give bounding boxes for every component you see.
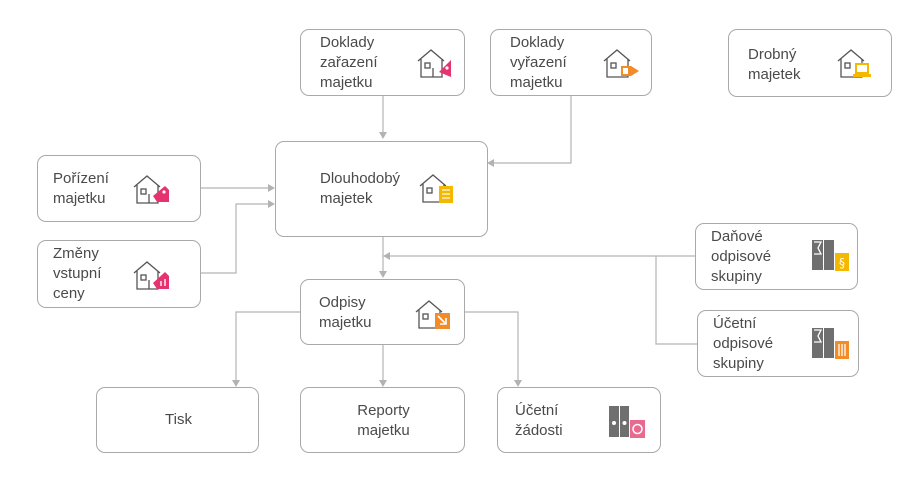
arrowhead — [487, 159, 494, 167]
arrowhead — [379, 271, 387, 278]
edge-odpisy-to-tisk — [235, 311, 300, 383]
node-label: Tisk — [165, 411, 192, 428]
house-tag-icon — [131, 170, 173, 208]
edge-zmeny-to-dlouhodoby — [201, 203, 271, 274]
node-label: Účetní žádosti — [515, 402, 563, 439]
binder-paragraph-icon: § — [809, 236, 851, 274]
node-ucetni-odpisove-skupiny[interactable]: Účetní odpisové skupiny — [697, 310, 859, 377]
node-label: Změny vstupní ceny — [53, 245, 102, 302]
house-remove-icon — [601, 44, 643, 82]
node-label: Reporty majetku — [357, 402, 410, 439]
arrowhead — [379, 380, 387, 387]
binder-stamp-icon — [606, 403, 648, 441]
node-ucetni-zadosti[interactable]: Účetní žádosti — [497, 387, 661, 453]
house-depreciation-icon — [413, 295, 455, 333]
house-laptop-icon — [835, 44, 877, 82]
node-label: Pořízení majetku — [53, 170, 109, 207]
node-label: Dlouhodobý majetek — [320, 170, 401, 207]
svg-text:§: § — [839, 256, 845, 270]
node-dlouhodoby-majetek[interactable]: Dlouhodobý majetek — [275, 141, 488, 237]
node-danove-odpisove-skupiny[interactable]: Daňové odpisové skupiny § — [695, 223, 858, 290]
arrowhead — [268, 184, 275, 192]
node-zmeny-vstupni-ceny[interactable]: Změny vstupní ceny — [37, 240, 201, 308]
node-porizeni-majetku[interactable]: Pořízení majetku — [37, 155, 201, 222]
arrowhead — [379, 132, 387, 139]
house-price-change-icon — [131, 256, 173, 294]
node-drobny-majetek[interactable]: Drobný majetek — [728, 29, 892, 97]
house-document-icon — [417, 169, 459, 207]
node-tisk[interactable]: Tisk — [96, 387, 259, 453]
house-tag-icon — [415, 44, 457, 82]
node-label: Doklady vyřazení majetku — [510, 34, 567, 91]
binder-list-icon — [809, 324, 851, 362]
arrowhead — [514, 380, 522, 387]
edge-vyrazeni-to-dlouhodoby — [492, 96, 572, 164]
arrowhead — [268, 200, 275, 208]
node-label: Drobný majetek — [748, 46, 801, 83]
node-label: Doklady zařazení majetku — [320, 34, 378, 91]
node-label: Odpisy majetku — [319, 294, 372, 331]
node-odpisy-majetku[interactable]: Odpisy majetku — [300, 279, 465, 345]
node-doklady-zarazeni-majetku[interactable]: Doklady zařazení majetku — [300, 29, 465, 96]
edge-odpisy-to-zadosti — [465, 311, 519, 383]
arrowhead — [383, 252, 390, 260]
edge-ucetni-to-trunk — [655, 256, 697, 345]
node-label: Účetní odpisové skupiny — [713, 315, 774, 372]
arrowhead — [232, 380, 240, 387]
node-doklady-vyrazeni-majetku[interactable]: Doklady vyřazení majetku — [490, 29, 652, 96]
node-reporty-majetku[interactable]: Reporty majetku — [300, 387, 465, 453]
node-label: Daňové odpisové skupiny — [711, 228, 772, 285]
